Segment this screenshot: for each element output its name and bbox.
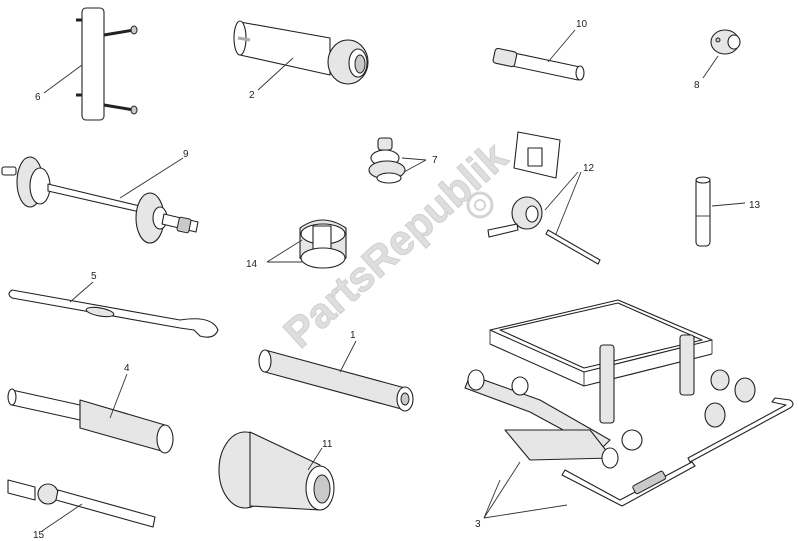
part-6-bracket-tool [76,7,138,121]
leader-8 [702,55,719,79]
callout-2: 2 [249,90,255,101]
callout-6: 6 [35,92,41,103]
leader-15 [41,503,83,532]
part-11-bell-tool [218,431,335,511]
callout-13: 13 [749,200,761,211]
leader-3c [483,504,568,519]
callout-4: 4 [124,363,130,374]
leader-11 [307,447,323,471]
leader-10 [547,29,576,63]
callout-9: 9 [183,149,189,160]
leader-4 [109,373,128,419]
callout-12: 12 [583,163,595,174]
part-2-stepped-bushing [233,20,369,85]
part-12-plate-disc-pin [487,131,601,265]
part-3-lift-stand [464,299,794,507]
part-8-collar [710,29,741,55]
callout-14: 14 [246,259,258,270]
leader-13 [711,202,746,207]
part-4-drift [7,388,174,454]
part-15-stepped-rod [7,479,156,528]
part-13-rod [695,176,711,247]
callout-7: 7 [432,155,438,166]
callout-3: 3 [475,519,481,530]
callout-1: 1 [350,330,356,341]
part-9-puller [1,156,199,244]
callout-15: 15 [33,530,45,541]
part-1-tube [258,349,414,412]
callout-8: 8 [694,80,700,91]
leader-14a [266,239,303,263]
leader-7a [401,157,427,161]
leader-1 [339,340,357,373]
leader-3b [483,461,521,519]
leader-12b [555,171,582,235]
part-7-fitting [368,137,406,184]
leader-5 [69,281,94,303]
watermark-gear-icon [466,191,494,219]
leader-7b [403,159,427,173]
leader-9 [119,157,184,199]
callout-10: 10 [576,19,588,30]
callout-5: 5 [91,271,97,282]
part-14-split-collar [299,219,347,269]
leader-6 [43,64,83,94]
callout-11: 11 [322,439,333,450]
leader-3a [483,479,501,519]
leader-2 [257,57,294,91]
part-10-pin [492,47,585,81]
leader-12a [544,171,579,211]
part-5-hook-spanner [8,289,219,338]
